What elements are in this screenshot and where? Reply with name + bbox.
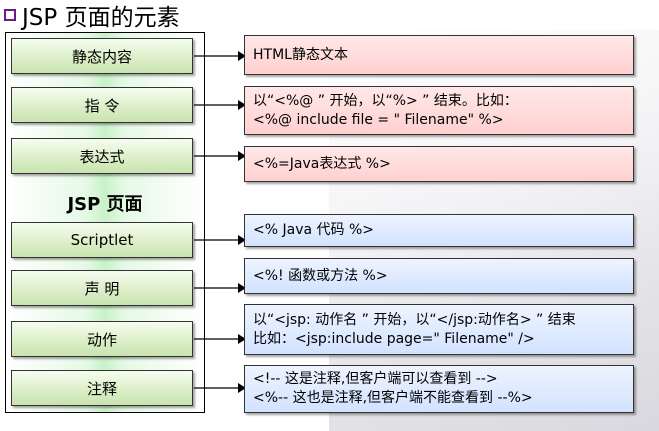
item-comment: 注释 <box>11 370 193 406</box>
arrow-right-icon <box>194 235 246 245</box>
square-bullet-icon <box>4 9 16 21</box>
desc-expression: <%=Java表达式 %> <box>244 146 634 182</box>
desc-static-content: HTML静态文本 <box>244 35 634 75</box>
item-action: 动作 <box>11 321 193 357</box>
arrow-right-icon <box>194 51 246 61</box>
desc-line: 比如：<jsp:include page=" Filename" /> <box>253 330 535 347</box>
desc-line: <% Java 代码 %> <box>253 222 374 238</box>
desc-declaration: <%! 函数或方法 %> <box>244 258 634 294</box>
desc-line: <%! 函数或方法 %> <box>253 267 388 284</box>
arrow-right-icon <box>194 100 246 110</box>
item-scriptlet: Scriptlet <box>11 222 193 258</box>
desc-line: <!-- 这是注释,但客户端可以查看到 --> <box>253 371 498 387</box>
jsp-page-label: JSP 页面 <box>67 194 143 215</box>
desc-line: <%-- 这也是注释,但客户端不能查看到 --%> <box>253 390 533 406</box>
desc-directive: 以“<%@ ” 开始，以“%> ” 结束。比如： <%@ include fil… <box>244 86 634 135</box>
arrow-right-icon <box>194 383 246 393</box>
desc-scriptlet: <% Java 代码 %> <box>244 214 634 247</box>
desc-action: 以“<jsp: 动作名 ” 开始，以“</jsp:动作名> ” 结束 比如：<j… <box>244 304 634 355</box>
desc-line: <%=Java表达式 %> <box>253 155 391 172</box>
desc-line: 以“<jsp: 动作名 ” 开始，以“</jsp:动作名> ” 结束 <box>253 311 576 328</box>
desc-line: HTML静态文本 <box>253 46 348 63</box>
item-declaration: 声 明 <box>11 270 193 306</box>
slide-title: JSP 页面的元素 <box>4 0 180 31</box>
arrow-right-icon <box>194 283 246 293</box>
arrow-right-icon <box>194 334 246 344</box>
item-directive: 指 令 <box>11 87 193 123</box>
desc-comment: <!-- 这是注释,但客户端可以查看到 --> <%-- 这也是注释,但客户端不… <box>244 365 634 413</box>
arrow-right-icon <box>194 151 246 161</box>
desc-line: <%@ include file = " Filename" %> <box>253 111 504 128</box>
item-expression: 表达式 <box>11 138 193 174</box>
item-static-content: 静态内容 <box>11 38 193 74</box>
desc-line: 以“<%@ ” 开始，以“%> ” 结束。比如： <box>253 92 518 109</box>
slide-title-text: JSP 页面的元素 <box>22 5 180 31</box>
